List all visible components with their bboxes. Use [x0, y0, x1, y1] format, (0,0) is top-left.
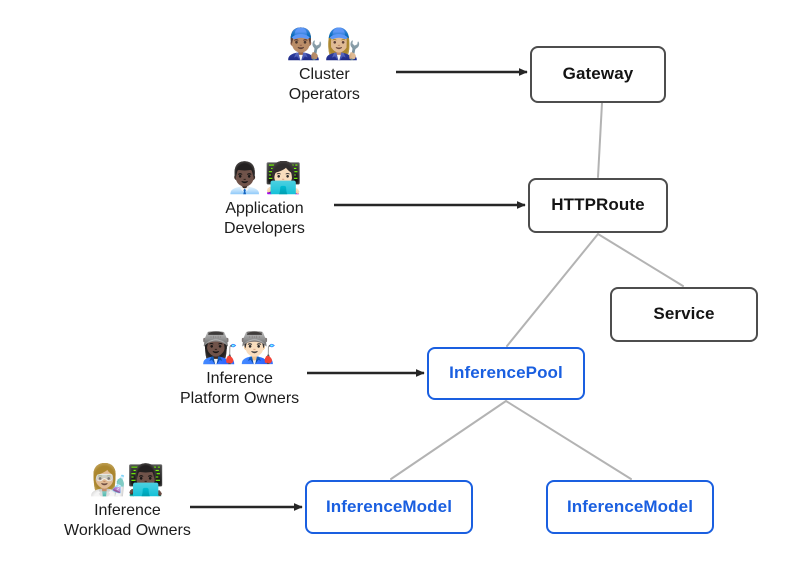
persona-application-developers: 👨🏿‍💼👩🏻‍💻 Application Developers: [224, 164, 305, 240]
persona-inference-workload-owners: 👩🏼‍🔬👨🏿‍💻 Inference Workload Owners: [64, 466, 191, 542]
node-label-gateway: Gateway: [562, 64, 634, 84]
persona-label-application-developers: Application Developers: [224, 200, 305, 238]
node-httproute[interactable]: HTTPRoute: [528, 178, 668, 233]
man-office-worker-icon woman-technologist-icon: 👨🏿‍💼👩🏻‍💻: [226, 161, 303, 196]
node-inferencepool[interactable]: InferencePool: [427, 347, 585, 400]
persona-label-inference-platform-owners: Inference Platform Owners: [180, 370, 300, 408]
edge-inferencepool-inferencemodel1: [390, 400, 507, 480]
woman-scientist-icon man-technologist-icon: 👩🏼‍🔬👨🏿‍💻: [89, 463, 166, 498]
persona-arrows: [190, 68, 528, 511]
edge-httproute-inferencepool: [506, 233, 599, 347]
node-label-httproute: HTTPRoute: [551, 195, 645, 215]
persona-label-cluster-operators: Cluster Operators: [288, 66, 360, 104]
persona-label-inference-workload-owners: Inference Workload Owners: [64, 502, 191, 540]
edge-gateway-httproute: [597, 102, 603, 178]
node-service[interactable]: Service: [610, 287, 758, 342]
node-gateway[interactable]: Gateway: [530, 46, 666, 103]
node-label-inferencemodel2: InferenceModel: [566, 496, 694, 516]
node-label-inferencemodel1: InferenceModel: [325, 496, 453, 516]
woman-construction-worker-icon man-construction-worker-icon: 👩🏿‍🏭👨🏻‍🏭: [201, 331, 278, 366]
edge-httproute-service: [597, 233, 684, 287]
persona-inference-platform-owners: 👩🏿‍🏭👨🏻‍🏭 Inference Platform Owners: [180, 334, 299, 410]
node-label-inferencepool: InferencePool: [449, 363, 563, 383]
node-inferencemodel1[interactable]: InferenceModel: [305, 480, 473, 534]
persona-cluster-operators: 👨🏽‍🔧👩🏼‍🔧 Cluster Operators: [286, 30, 363, 106]
node-label-service: Service: [653, 304, 715, 324]
edge-inferencepool-inferencemodel2: [505, 400, 632, 480]
node-inferencemodel2[interactable]: InferenceModel: [546, 480, 714, 534]
man-mechanic-icon woman-mechanic-icon: 👨🏽‍🔧👩🏼‍🔧: [286, 27, 363, 62]
